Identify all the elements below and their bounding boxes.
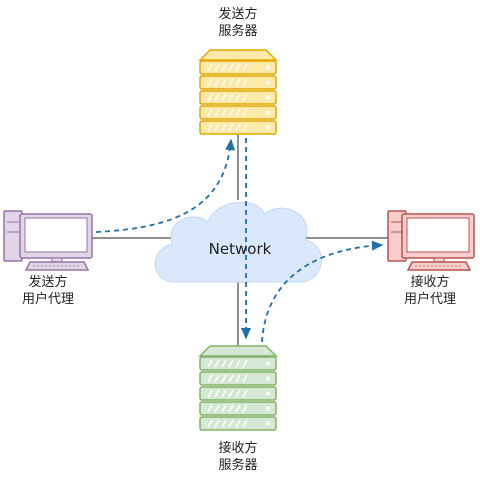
server-led-indicator: [266, 376, 270, 381]
sender-server-label: 发送方 服务器: [178, 6, 298, 40]
server-vent-slot: [228, 93, 234, 102]
receiver-server-label-line1: 接收方: [218, 441, 258, 456]
server-vent-slot: [228, 359, 234, 368]
server-vent-slot: [235, 108, 241, 117]
server-vent-slot: [242, 123, 248, 132]
server-vent-slot: [214, 123, 220, 132]
server-vent-slot: [221, 419, 227, 428]
flow-agent-to-sender-server-arrow: [95, 138, 236, 233]
server-vent-slot: [235, 359, 241, 368]
server-led-indicator: [266, 391, 270, 396]
sender-agent-label: 发送方 用户代理: [0, 274, 108, 308]
sender-server-label-line1: 发送方: [218, 7, 258, 22]
server-vent-slot: [207, 359, 213, 368]
receiver-agent-label: 接收方 用户代理: [370, 274, 480, 308]
server-vent-slot: [235, 123, 241, 132]
server-vent-slot: [214, 389, 220, 398]
sender-agent-computer-icon: [3, 210, 93, 271]
server-vent-slot: [221, 78, 227, 87]
network-label: Network: [208, 240, 272, 258]
server-vent-slot: [242, 404, 248, 413]
server-vent-slot: [242, 108, 248, 117]
server-vent-slot: [228, 123, 234, 132]
server-vent-slot: [207, 123, 213, 132]
server-led-indicator: [266, 80, 270, 85]
server-vent-slot: [214, 63, 220, 72]
server-vent-slot: [235, 93, 241, 102]
server-vent-slot: [242, 419, 248, 428]
server-vent-slot: [242, 359, 248, 368]
server-vent-slot: [228, 108, 234, 117]
receiver-agent-label-line1: 接收方: [410, 275, 450, 290]
server-vent-slot: [228, 419, 234, 428]
server-vent-slot: [214, 404, 220, 413]
server-vent-slot: [242, 374, 248, 383]
receiver-server-icon: [198, 345, 278, 431]
server-vent-slot: [214, 359, 220, 368]
server-vent-slot: [221, 359, 227, 368]
server-vent-slot: [221, 123, 227, 132]
receiver-server-label: 接收方 服务器: [178, 440, 298, 474]
server-vent-slot: [214, 78, 220, 87]
server-vent-slot: [207, 63, 213, 72]
server-vent-slot: [228, 78, 234, 87]
server-led-indicator: [266, 95, 270, 100]
server-vent-slot: [221, 374, 227, 383]
server-vent-slot: [228, 63, 234, 72]
server-vent-slot: [221, 108, 227, 117]
server-led-indicator: [266, 361, 270, 366]
server-vent-slot: [242, 63, 248, 72]
server-vent-slot: [207, 404, 213, 413]
server-vent-slot: [235, 389, 241, 398]
server-led-indicator: [266, 110, 270, 115]
server-led-indicator: [266, 421, 270, 426]
server-vent-slot: [235, 78, 241, 87]
sender-server-icon: [198, 49, 278, 135]
sender-agent-label-line2: 用户代理: [21, 292, 74, 307]
server-vent-slot: [207, 389, 213, 398]
server-led-indicator: [266, 65, 270, 70]
server-vent-slot: [228, 404, 234, 413]
server-vent-slot: [228, 374, 234, 383]
server-led-indicator: [266, 406, 270, 411]
server-vent-slot: [214, 93, 220, 102]
server-vent-slot: [207, 78, 213, 87]
receiver-agent-label-line2: 用户代理: [403, 292, 456, 307]
server-vent-slot: [235, 404, 241, 413]
server-vent-slot: [228, 389, 234, 398]
flow-receiver-server-to-agent-arrow: [261, 240, 384, 343]
sender-server-label-line2: 服务器: [218, 24, 258, 39]
server-vent-slot: [221, 389, 227, 398]
receiver-agent-computer-icon: [387, 210, 475, 271]
server-vent-slot: [207, 374, 213, 383]
server-vent-slot: [207, 419, 213, 428]
server-vent-slot: [221, 404, 227, 413]
server-vent-slot: [235, 63, 241, 72]
server-vent-slot: [235, 374, 241, 383]
server-vent-slot: [242, 389, 248, 398]
network-cloud: [154, 201, 322, 283]
server-led-indicator: [266, 125, 270, 130]
server-vent-slot: [221, 63, 227, 72]
receiver-server-label-line2: 服务器: [218, 458, 258, 473]
server-vent-slot: [235, 419, 241, 428]
server-vent-slot: [207, 93, 213, 102]
server-vent-slot: [242, 93, 248, 102]
server-vent-slot: [207, 108, 213, 117]
server-vent-slot: [221, 93, 227, 102]
server-vent-slot: [214, 374, 220, 383]
server-vent-slot: [214, 419, 220, 428]
sender-agent-label-line1: 发送方: [28, 275, 68, 290]
server-vent-slot: [242, 78, 248, 87]
server-vent-slot: [214, 108, 220, 117]
